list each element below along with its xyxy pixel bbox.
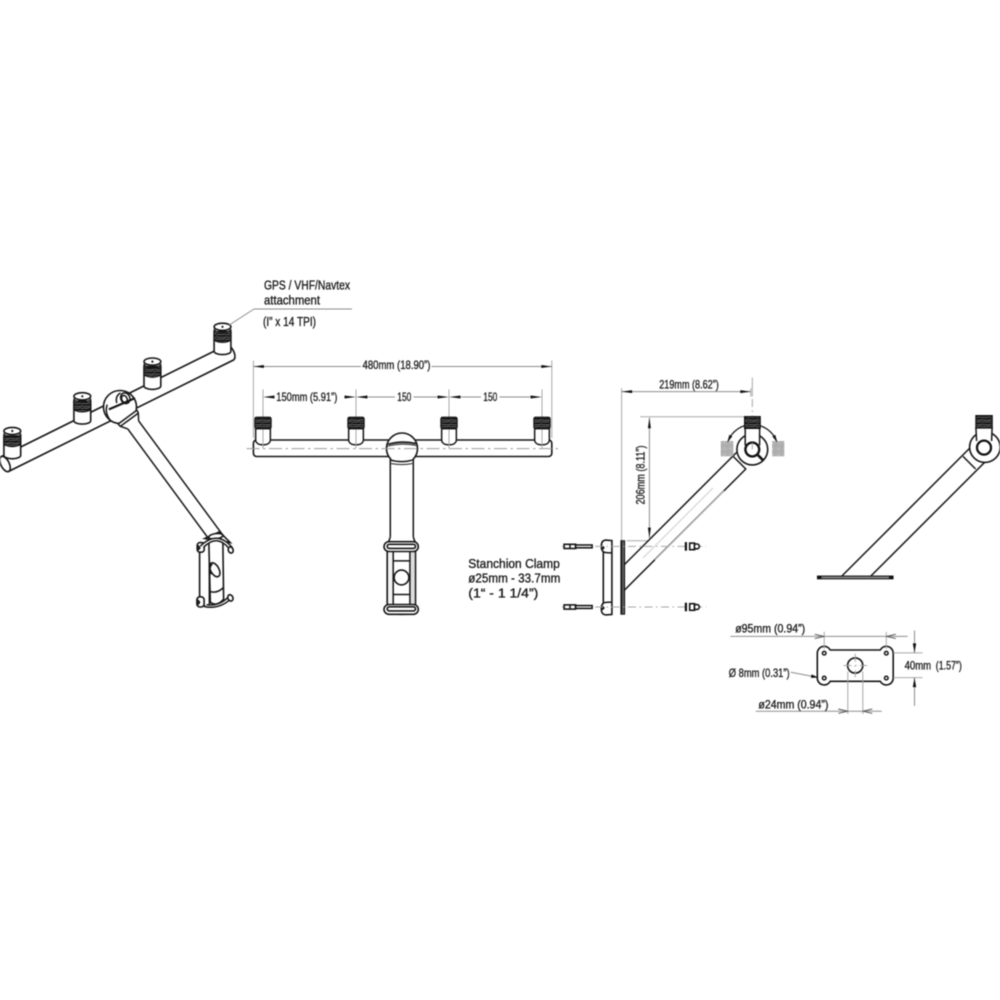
svg-text:ø95mm (0.94”): ø95mm (0.94”) xyxy=(735,622,805,636)
svg-text:150: 150 xyxy=(483,390,497,404)
svg-text:150mm (5.91”): 150mm (5.91”) xyxy=(276,390,337,404)
svg-text:(1“ - 1 1/4”): (1“ - 1 1/4”) xyxy=(468,586,538,601)
svg-text:attachment: attachment xyxy=(264,292,320,307)
svg-text:40mm: 40mm xyxy=(905,658,932,672)
svg-text:206mm (8.11”): 206mm (8.11”) xyxy=(634,446,648,505)
svg-text:GPS / VHF/Navtex: GPS / VHF/Navtex xyxy=(264,278,350,293)
svg-text:Stanchion Clamp: Stanchion Clamp xyxy=(468,556,560,571)
svg-text:Ø 8mm (0.31”): Ø 8mm (0.31”) xyxy=(729,666,790,680)
svg-text:480mm (18.90”): 480mm (18.90”) xyxy=(363,358,431,372)
svg-text:219mm (8.62”): 219mm (8.62”) xyxy=(659,377,719,391)
svg-text:ø24mm (0.94”): ø24mm (0.94”) xyxy=(758,698,828,712)
svg-text:ø25mm - 33.7mm: ø25mm - 33.7mm xyxy=(468,571,560,586)
svg-text:150: 150 xyxy=(397,390,411,404)
svg-text:(I” x 14 TPI): (I” x 14 TPI) xyxy=(263,314,316,329)
svg-text:(1.57”): (1.57”) xyxy=(936,658,962,672)
